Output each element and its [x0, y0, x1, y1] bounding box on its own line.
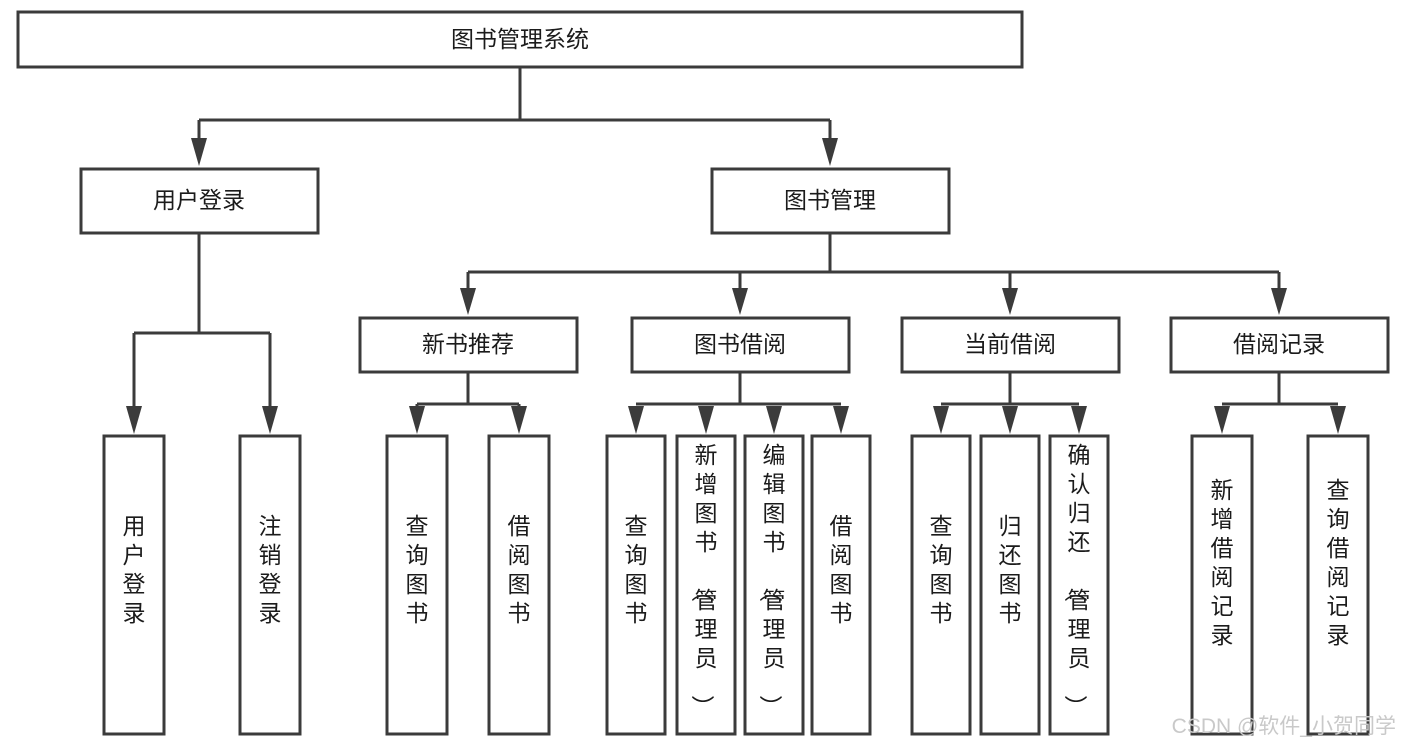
node-book-manage-label: 图书管理 — [784, 187, 876, 213]
leaf-edit-book[interactable]: 编辑图书（管理员） — [743, 434, 805, 736]
leaf-add-book-box[interactable] — [675, 434, 737, 736]
connector-group-borrow-record — [1214, 372, 1346, 434]
connector-group-new-book-recommend — [409, 372, 527, 434]
arrow-head-leaf-query-record — [1330, 406, 1346, 434]
leaf-add-book-label: 新增图书（管理员） — [690, 442, 718, 718]
leaf-user-login-box[interactable] — [102, 434, 166, 736]
leaf-user-login[interactable]: 用户登录 — [102, 434, 166, 736]
node-new-book-recommend-box[interactable] — [358, 316, 579, 374]
leaf-user-logout[interactable]: 注销登录 — [238, 434, 302, 736]
arrow-head-book-manage — [822, 138, 838, 166]
arrow-head-leaf-borrow-book-2 — [833, 406, 849, 434]
leaf-return-book-box[interactable] — [979, 434, 1041, 736]
leaf-borrow-book-2-label: 借阅图书 — [830, 513, 853, 626]
arrow-head-leaf-add-record — [1214, 406, 1230, 434]
arrow-head-new-book-recommend — [460, 288, 476, 315]
arrow-head-borrow-record — [1271, 288, 1287, 315]
node-book-borrow-label: 图书借阅 — [694, 331, 786, 357]
leaf-query-book-3-box[interactable] — [910, 434, 972, 736]
leaf-edit-book-box[interactable] — [743, 434, 805, 736]
node-borrow-record[interactable]: 借阅记录 — [1169, 316, 1390, 374]
leaf-query-book-1-label: 查询图书 — [406, 513, 429, 626]
arrow-head-leaf-user-login — [126, 406, 142, 434]
leaf-confirm-return-label: 确认归还（管理员） — [1063, 442, 1091, 718]
arrow-head-book-borrow — [732, 288, 748, 315]
node-user-login[interactable]: 用户登录 — [79, 167, 320, 235]
node-current-borrow-box[interactable] — [900, 316, 1121, 374]
node-borrow-record-box[interactable] — [1169, 316, 1390, 374]
node-book-manage-box[interactable] — [710, 167, 951, 235]
node-book-borrow-box[interactable] — [630, 316, 851, 374]
leaf-borrow-book-1[interactable]: 借阅图书 — [487, 434, 551, 736]
leaf-return-book-label: 归还图书 — [999, 513, 1022, 626]
leaf-add-record-box[interactable] — [1190, 434, 1254, 736]
arrow-head-leaf-confirm-return — [1071, 406, 1087, 434]
leaf-user-login-label: 用户登录 — [123, 513, 146, 626]
leaf-add-record-label: 新增借阅记录 — [1211, 477, 1234, 648]
connector-group-root — [191, 67, 838, 166]
node-book-manage[interactable]: 图书管理 — [710, 167, 951, 235]
arrow-head-leaf-user-logout — [262, 406, 278, 434]
leaf-user-logout-box[interactable] — [238, 434, 302, 736]
node-root-label: 图书管理系统 — [451, 26, 589, 52]
node-new-book-recommend-label: 新书推荐 — [422, 331, 514, 357]
leaf-borrow-book-2-box[interactable] — [810, 434, 872, 736]
leaf-query-book-3[interactable]: 查询图书 — [910, 434, 972, 736]
leaf-borrow-book-1-box[interactable] — [487, 434, 551, 736]
arrow-head-current-borrow — [1002, 288, 1018, 315]
node-root-box[interactable] — [16, 10, 1024, 69]
leaf-borrow-book-2[interactable]: 借阅图书 — [810, 434, 872, 736]
leaf-edit-book-label: 编辑图书（管理员） — [758, 442, 786, 718]
leaf-add-book[interactable]: 新增图书（管理员） — [675, 434, 737, 736]
leaf-query-book-3-label: 查询图书 — [930, 513, 953, 626]
arrow-head-leaf-return-book — [1002, 406, 1018, 434]
leaf-return-book[interactable]: 归还图书 — [979, 434, 1041, 736]
connector-group-book-manage — [460, 233, 1287, 315]
arrow-head-user-login — [191, 138, 207, 166]
node-new-book-recommend[interactable]: 新书推荐 — [358, 316, 579, 374]
arrow-head-leaf-borrow-book-1 — [511, 406, 527, 434]
leaf-query-book-2-label: 查询图书 — [625, 513, 648, 626]
connector-group-user-login — [126, 233, 278, 434]
connector-group-current-borrow — [933, 372, 1087, 434]
leaf-confirm-return[interactable]: 确认归还（管理员） — [1048, 434, 1110, 736]
node-user-login-box[interactable] — [79, 167, 320, 235]
arrow-head-leaf-query-book-1 — [409, 406, 425, 434]
leaf-query-book-1-box[interactable] — [385, 434, 449, 736]
leaf-query-record-label: 查询借阅记录 — [1327, 477, 1350, 648]
node-user-login-label: 用户登录 — [153, 187, 245, 213]
leaf-query-book-2[interactable]: 查询图书 — [605, 434, 667, 736]
node-root[interactable]: 图书管理系统 — [16, 10, 1024, 69]
leaf-add-record[interactable]: 新增借阅记录 — [1190, 434, 1254, 736]
leaf-user-logout-label: 注销登录 — [259, 513, 282, 626]
csdn-watermark: CSDN @软件_小贺同学 — [1172, 715, 1396, 738]
arrow-head-leaf-edit-book — [766, 406, 782, 434]
arrow-head-leaf-query-book-3 — [933, 406, 949, 434]
leaf-borrow-book-1-label: 借阅图书 — [508, 513, 531, 626]
arrow-head-leaf-query-book-2 — [628, 406, 644, 434]
leaf-confirm-return-box[interactable] — [1048, 434, 1110, 736]
node-current-borrow[interactable]: 当前借阅 — [900, 316, 1121, 374]
arrow-head-leaf-add-book — [698, 406, 714, 434]
leaf-query-record-box[interactable] — [1306, 434, 1370, 736]
leaf-query-record[interactable]: 查询借阅记录 — [1306, 434, 1370, 736]
node-current-borrow-label: 当前借阅 — [964, 331, 1056, 357]
leaf-query-book-1[interactable]: 查询图书 — [385, 434, 449, 736]
node-borrow-record-label: 借阅记录 — [1233, 331, 1325, 357]
leaf-query-book-2-box[interactable] — [605, 434, 667, 736]
connector-group-book-borrow — [628, 372, 849, 434]
node-book-borrow[interactable]: 图书借阅 — [630, 316, 851, 374]
